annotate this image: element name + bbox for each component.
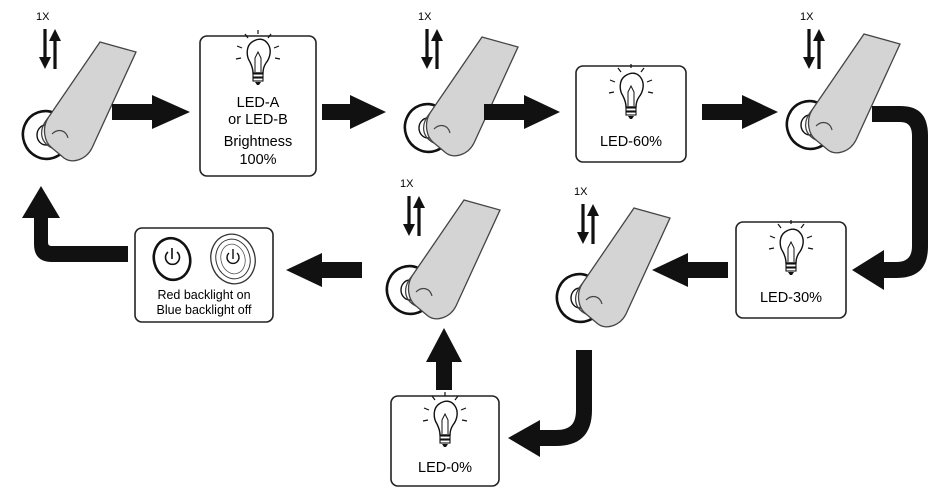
tap-station-4: 1X [378, 178, 501, 322]
flow-arrow-icon [702, 95, 778, 129]
flow-arrow-icon [852, 106, 928, 290]
backlight-box: Red backlight on Blue backlight off [134, 227, 274, 323]
box-text-line: LED-0% [418, 460, 472, 476]
tap-station-3: 1X [778, 11, 901, 157]
led-0-box: LED-0% [390, 391, 500, 487]
box-text-line: LED-60% [600, 134, 662, 150]
flow-arrow-icon [322, 95, 386, 129]
tap-count-label: 1X [36, 11, 50, 23]
box-text-line: Brightness [224, 134, 293, 150]
double-arrow-icon [401, 194, 427, 238]
tap-count-label: 1X [574, 186, 588, 198]
flow-arrow-icon [286, 253, 362, 287]
flow-arrow-icon [652, 253, 728, 287]
flow-arrow-icon [508, 350, 592, 457]
double-arrow-icon [575, 202, 601, 246]
tap-station-1: 1X [14, 11, 137, 167]
flow-arrow-icon [426, 328, 462, 390]
box-text-line: Red backlight on [157, 288, 250, 302]
box-text-line: Blue backlight off [157, 303, 252, 317]
box-text-line: 100% [239, 152, 276, 168]
flow-arrow-icon [112, 95, 190, 129]
tap-finger-icon [574, 207, 671, 328]
double-arrow-icon [801, 27, 827, 71]
box-text-line: LED-A [237, 95, 280, 111]
box-text-line: LED-30% [760, 290, 822, 306]
led-30-box: LED-30% [735, 219, 847, 319]
full-brightness-box: LED-A or LED-B Brightness 100% [199, 29, 317, 177]
flow-arrow-icon [22, 186, 128, 262]
box-text-line: or LED-B [228, 112, 288, 128]
led-60-box: LED-60% [575, 63, 687, 163]
tap-station-2: 1X [396, 11, 519, 160]
double-arrow-icon [37, 27, 63, 71]
tap-count-label: 1X [800, 11, 814, 23]
power-button-off-icon [152, 236, 192, 282]
tap-count-label: 1X [418, 11, 432, 23]
tap-station-5: 1X [548, 186, 671, 330]
flow-arrow-icon [484, 95, 560, 129]
double-arrow-icon [419, 27, 445, 71]
flow-arrows [22, 95, 928, 457]
tap-count-label: 1X [400, 178, 414, 190]
power-button-on-icon [210, 233, 256, 285]
